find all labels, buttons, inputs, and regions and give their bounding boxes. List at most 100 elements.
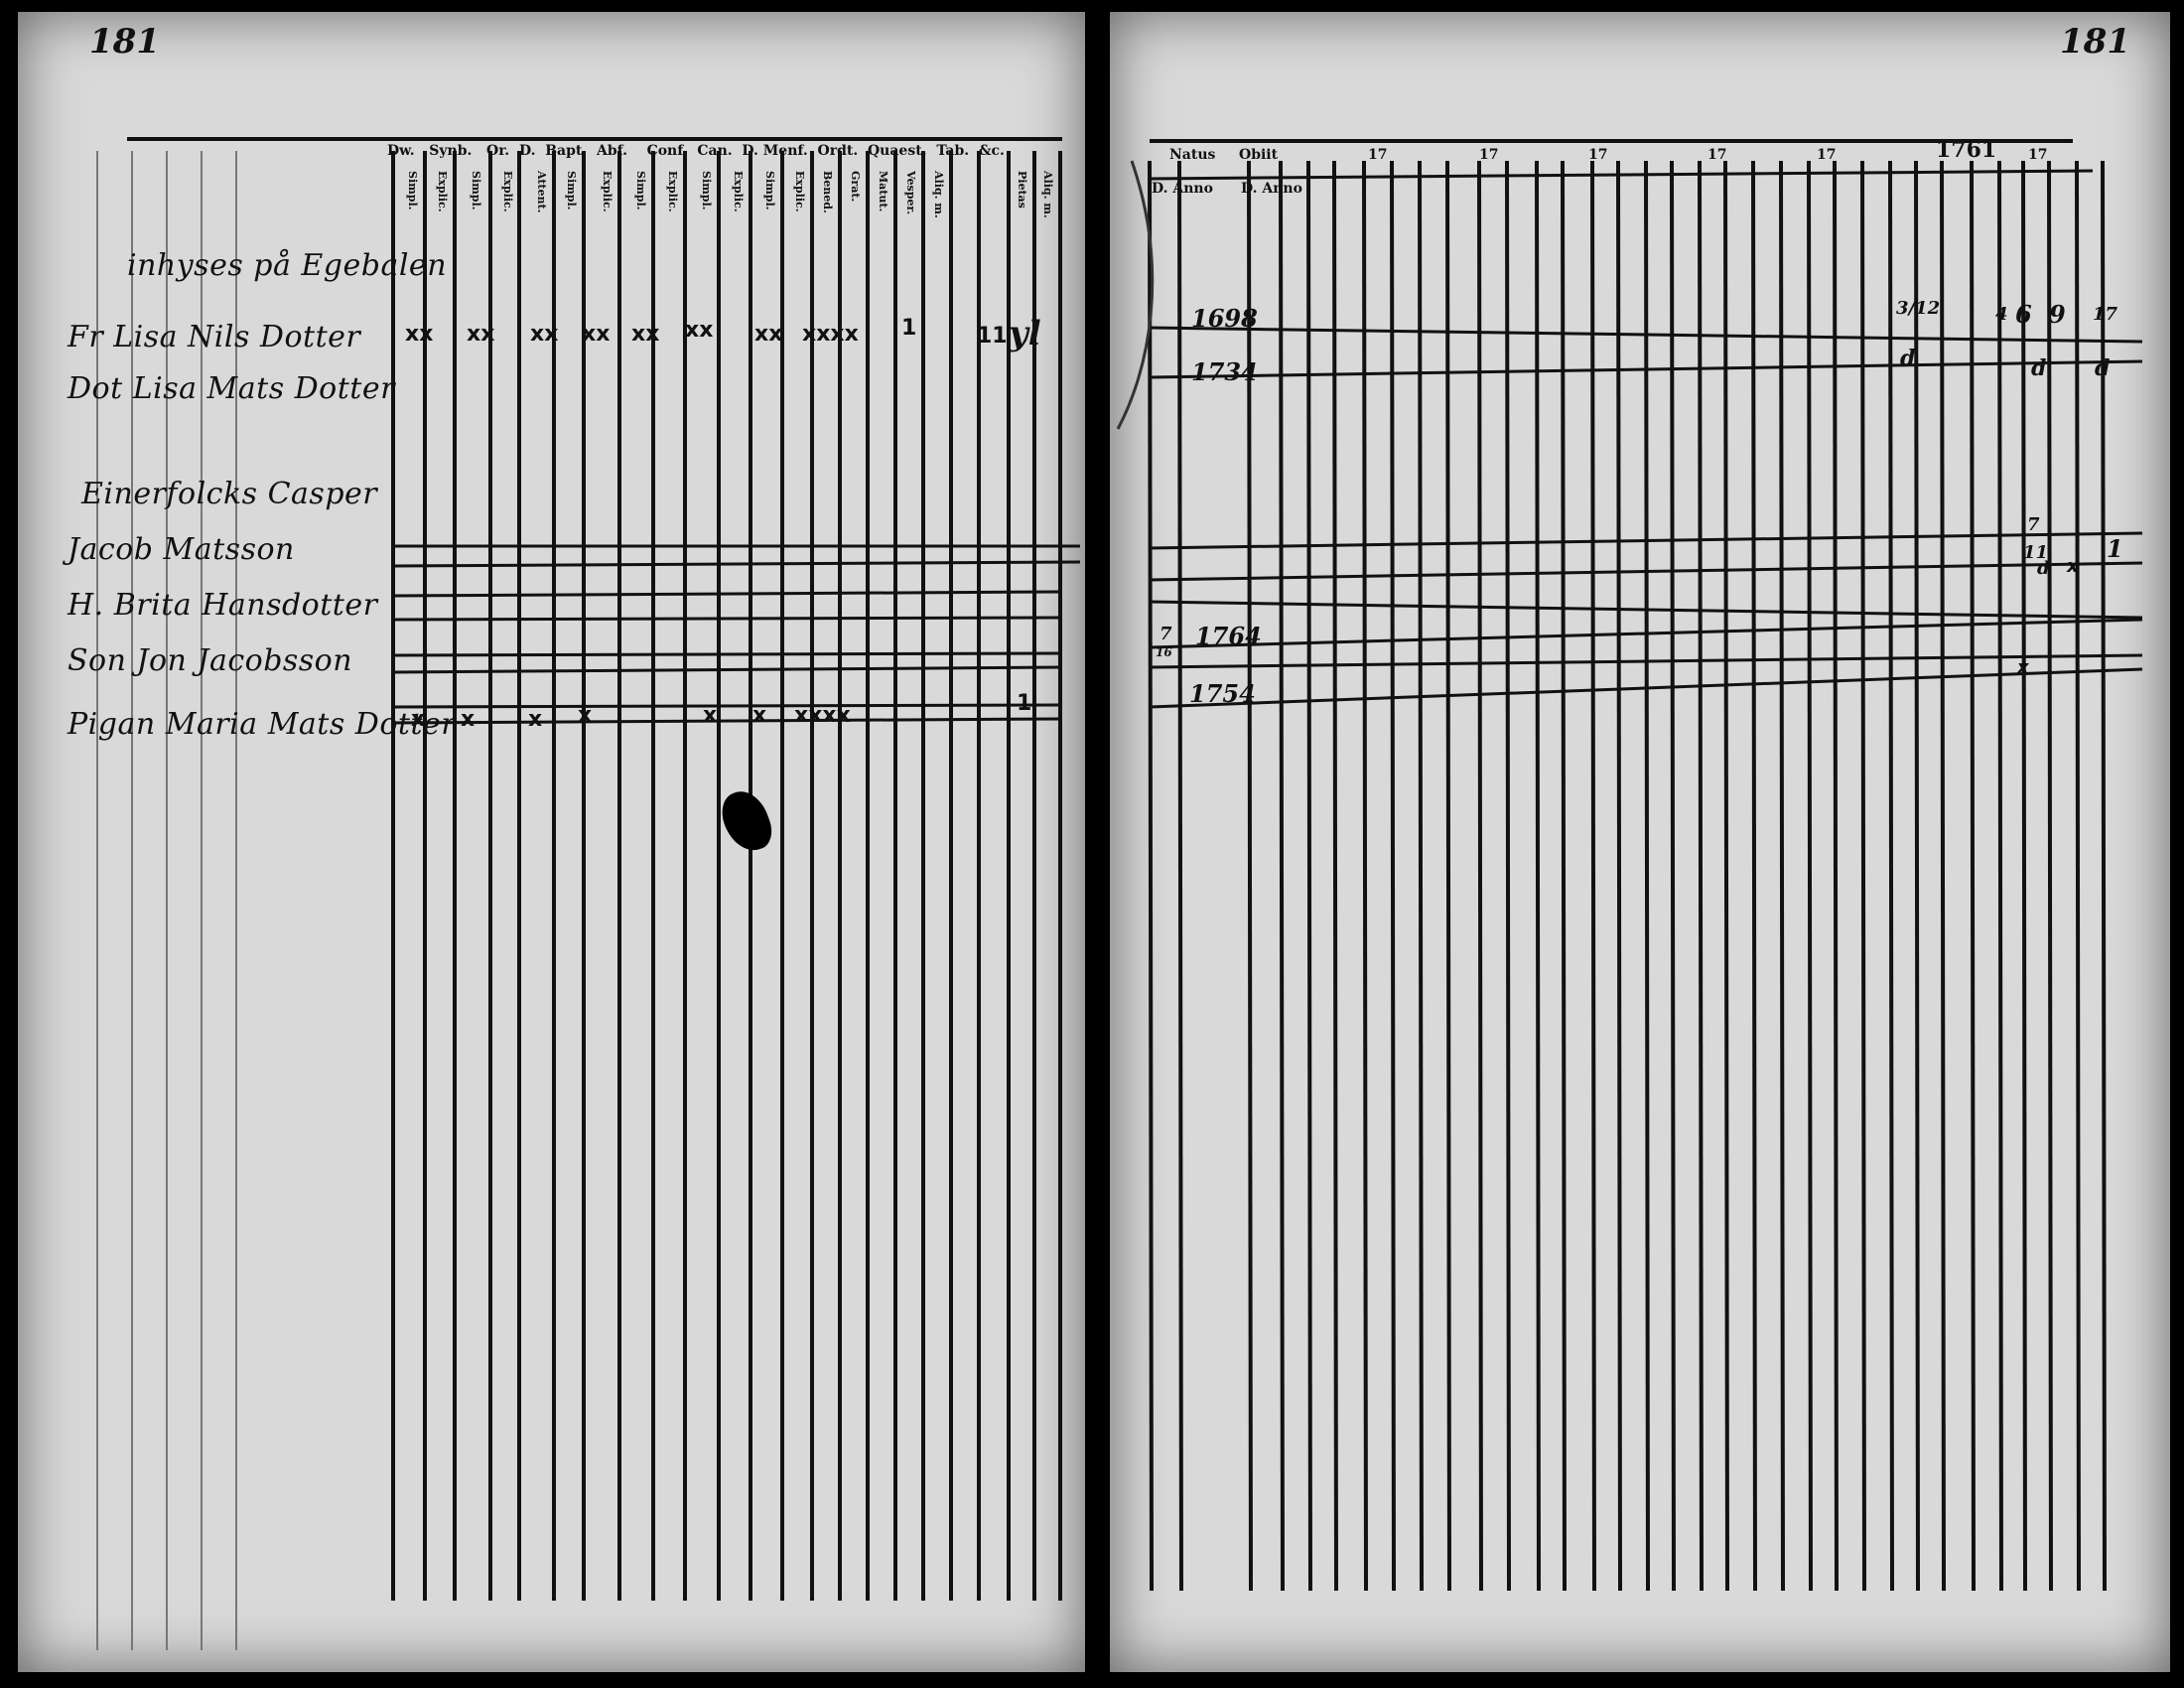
note: 7	[1160, 624, 1172, 644]
exam-mark: xx	[405, 322, 434, 347]
right-header-year: 17	[2028, 147, 2048, 163]
exam-mark: x	[528, 707, 543, 732]
exam-mark: xx	[582, 322, 611, 347]
exam-mark: xx	[467, 322, 495, 347]
exam-mark: xx	[685, 318, 714, 343]
note: 3/12	[1896, 298, 1941, 319]
exam-mark: x	[411, 707, 426, 732]
right-subheader-anno: D. Anno	[1241, 181, 1302, 197]
right-subheader-anno: D. Anno	[1152, 181, 1213, 197]
left-page-number: 181	[89, 22, 160, 62]
note: d	[1900, 346, 1916, 371]
subheader: Aliq. m.	[932, 171, 945, 218]
exam-mark: x	[578, 703, 593, 728]
birth-year: 1754	[1189, 679, 1256, 708]
note: d	[2037, 558, 2050, 579]
right-ruled-grid	[1116, 139, 2143, 1592]
column-rule	[1148, 160, 1154, 1592]
right-page: 181 Natus Obiit 17 17 17 17 17 1761 17 D…	[1110, 12, 2170, 1672]
column-rule	[1670, 160, 1676, 1592]
subheader: Pietas	[1016, 171, 1028, 209]
exam-mark: 1	[1017, 691, 1032, 716]
subheader: Explic.	[793, 171, 806, 212]
person-name: Pigan Maria Mats Dotter	[68, 707, 457, 742]
column-rule	[1779, 160, 1785, 1592]
right-header-year: 17	[1707, 147, 1727, 163]
note: x	[2017, 657, 2029, 678]
note: 11	[2023, 542, 2049, 563]
column-rule	[1247, 160, 1253, 1592]
column-rule	[1914, 160, 1920, 1592]
note: 17	[2093, 304, 2118, 325]
subheader: Explic.	[436, 171, 449, 212]
note: 4	[1995, 304, 2008, 325]
exam-mark: yl	[1009, 314, 1041, 353]
household-note: inhyses på Egebalen	[127, 248, 448, 283]
person-name: H. Brita Hansdotter	[68, 588, 378, 623]
exam-mark: xxxx	[802, 322, 859, 347]
column-rule	[1616, 160, 1622, 1592]
subheader: Simpl.	[634, 171, 647, 211]
column-rule	[1306, 160, 1312, 1592]
note: 6	[2015, 300, 2032, 329]
column-rule	[1970, 160, 1976, 1592]
exam-mark: 1	[901, 316, 917, 341]
right-header-year: 17	[1588, 147, 1608, 163]
column-rule	[2101, 160, 2107, 1592]
column-rule	[2021, 160, 2027, 1592]
column-rule	[1888, 160, 1894, 1592]
right-header-year: 17	[1817, 147, 1837, 163]
column-rule	[1833, 160, 1839, 1592]
subheader: Explic.	[732, 171, 745, 212]
column-rule	[2047, 160, 2053, 1592]
exam-mark: x	[703, 703, 718, 728]
exam-mark: xx	[631, 322, 660, 347]
person-name: Fr Lisa Nils Dotter	[68, 320, 361, 354]
column-rule	[1644, 160, 1650, 1592]
column-rule	[1505, 160, 1511, 1592]
column-rule	[1751, 160, 1757, 1592]
subheader: Vesper.	[904, 171, 917, 215]
column-rule	[1177, 160, 1183, 1592]
column-rule	[1332, 160, 1338, 1592]
note: x	[2067, 556, 2079, 577]
subheader: Simpl.	[700, 171, 713, 211]
birth-year: 1764	[1195, 622, 1262, 650]
note: 7	[2027, 514, 2040, 535]
right-header-year-1761: 1761	[1936, 137, 1997, 163]
column-rule	[1477, 160, 1483, 1592]
subheader: Explic.	[601, 171, 614, 212]
note: 16	[1156, 645, 1172, 659]
exam-mark: 11	[977, 324, 1008, 349]
person-name: Einerfolcks Casper	[81, 477, 378, 511]
column-rule	[1279, 160, 1285, 1592]
column-rule	[1445, 160, 1451, 1592]
birth-year: 1734	[1191, 357, 1258, 386]
right-header-natus: Natus	[1169, 147, 1216, 163]
subheader: Attent.	[535, 171, 548, 213]
left-header-labels: Dw. Synb. Or. D. Bapt Abf. Conf. Can. D.…	[387, 143, 1005, 159]
person-name: Dot Lisa Mats Dotter	[68, 371, 395, 406]
subheader: Grat.	[849, 171, 862, 203]
right-header-year: 17	[1479, 147, 1499, 163]
subheader: Explic.	[501, 171, 514, 212]
subheader: Explic.	[666, 171, 679, 212]
right-header-obiit: Obiit	[1239, 147, 1279, 163]
note: d	[2095, 355, 2111, 381]
column-rule	[1362, 160, 1368, 1592]
column-rule	[2075, 160, 2081, 1592]
right-page-number: 181	[2060, 22, 2130, 62]
subheader: Simpl.	[763, 171, 776, 211]
column-rule	[1390, 160, 1396, 1592]
note: d	[2031, 355, 2047, 381]
exam-mark: x	[752, 703, 767, 728]
left-page: 181	[18, 12, 1085, 1672]
subheader: Aliq. m.	[1041, 171, 1054, 218]
subheader: Matut.	[877, 171, 889, 212]
left-ruled-grid	[96, 137, 1081, 1650]
exam-mark: xxxx	[794, 703, 851, 728]
right-header-year: 17	[1368, 147, 1388, 163]
person-name: Son Jon Jacobsson	[68, 643, 353, 678]
column-rule	[1535, 160, 1541, 1592]
note: 1	[2107, 534, 2123, 563]
